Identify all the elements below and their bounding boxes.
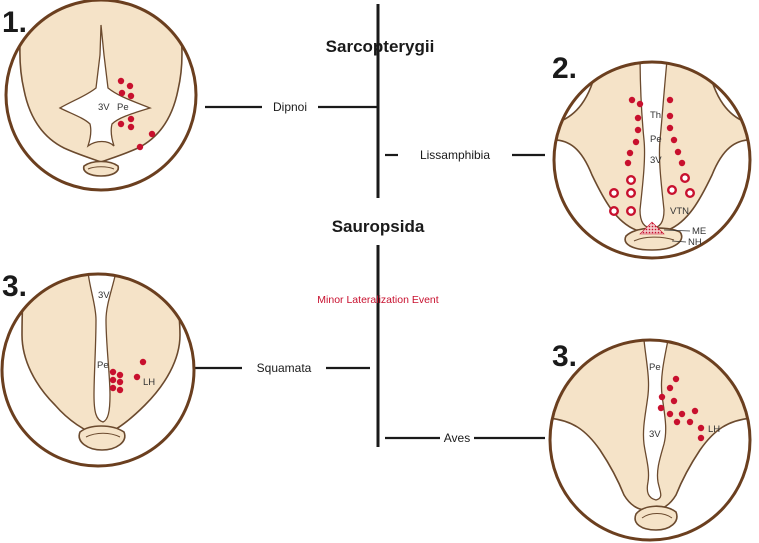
cell-dot: [666, 124, 674, 132]
taxon-label-dipnoi: Dipnoi: [273, 100, 307, 114]
third-ventricle-dipnoi: [58, 24, 152, 148]
cell-dot: [109, 384, 117, 392]
pituitary-aves: [634, 505, 678, 531]
label-3v-aves: 3V: [649, 429, 661, 440]
label-3v-squamata: 3V: [98, 290, 110, 301]
open-cell-marker: [685, 187, 696, 198]
label-nh-lissamphibia: NH: [688, 237, 702, 248]
taxon-label-squamata: Squamata: [257, 361, 312, 375]
cell-dot: [670, 397, 678, 405]
cell-dot: [136, 143, 144, 151]
label-me-lissamphibia: ME: [692, 226, 706, 237]
cell-dot: [127, 92, 135, 100]
taxon-label-aves: Aves: [444, 431, 470, 445]
label-vtn-lissamphibia: VTN: [670, 206, 689, 217]
label-lh-squamata: LH: [143, 377, 155, 388]
panel-number-3b: 3.: [552, 340, 577, 373]
open-cell-marker: [680, 172, 691, 183]
phylogeny-tree: [194, 4, 545, 447]
cell-dot: [670, 136, 678, 144]
clade-label-sarcopterygii: Sarcopterygii: [326, 37, 435, 56]
label-pe-dipnoi: Pe: [117, 102, 129, 113]
label-th-lissamphibia: Th: [650, 110, 661, 121]
cell-dot: [666, 410, 674, 418]
cell-dot: [634, 126, 642, 134]
cell-dot: [624, 159, 632, 167]
cell-dot: [673, 418, 681, 426]
lateralization-event-label: Minor Lateralization Event: [317, 294, 438, 306]
open-cell-marker: [609, 187, 620, 198]
panel-number-1: 1.: [2, 6, 27, 39]
cell-dot: [672, 375, 680, 383]
label-3v-lissamphibia: 3V: [650, 155, 662, 166]
cell-dot: [628, 96, 636, 104]
cell-dot: [697, 434, 705, 442]
cell-dot: [666, 112, 674, 120]
cell-dots-lissamphibia: [624, 96, 686, 167]
cell-dot: [626, 149, 634, 157]
panel-number-2: 2.: [552, 52, 577, 85]
pituitary-dipnoi: [82, 160, 120, 177]
taxon-label-lissamphibia: Lissamphibia: [420, 148, 490, 162]
third-ventricle-aves: [642, 340, 669, 501]
cell-dot: [139, 358, 147, 366]
cell-dot: [117, 120, 125, 128]
panel-frame-dipnoi: [4, 0, 198, 192]
open-cell-marker: [626, 205, 637, 216]
third-ventricle-squamata: [87, 274, 117, 423]
cell-dot: [127, 123, 135, 131]
cell-dot: [678, 410, 686, 418]
cell-dot: [697, 424, 705, 432]
panel-frame-lissamphibia: [552, 60, 752, 260]
cell-dots-aves: [657, 375, 705, 442]
label-pe-aves: Pe: [649, 362, 661, 373]
pituitary-squamata: [78, 425, 126, 451]
panel-aves: 3. Pe 3V LH: [548, 338, 752, 542]
cell-dot: [127, 115, 135, 123]
cell-dot: [133, 373, 141, 381]
panel-squamata: 3. 3V Pe LH: [0, 270, 196, 468]
open-cell-marker: [667, 184, 678, 195]
cell-dot: [109, 368, 117, 376]
label-3v-dipnoi: 3V: [98, 102, 110, 113]
cell-dot: [117, 77, 125, 85]
cell-dot: [116, 378, 124, 386]
cell-dot: [674, 148, 682, 156]
cell-dots-squamata: [109, 358, 147, 394]
clade-label-sauropsida: Sauropsida: [332, 217, 425, 236]
cell-dot: [686, 418, 694, 426]
panel-frame-squamata: [0, 272, 196, 468]
panel-number-3a: 3.: [2, 270, 27, 303]
label-pe-squamata: Pe: [97, 360, 109, 371]
cell-dot: [657, 404, 665, 412]
panel-lissamphibia: 2. Th Pe 3V VTN ME NH: [552, 52, 752, 260]
cell-dot: [658, 393, 666, 401]
cell-dot: [636, 100, 644, 108]
cell-dot: [666, 384, 674, 392]
cell-dot: [666, 96, 674, 104]
cell-dot: [691, 407, 699, 415]
cell-dot: [634, 114, 642, 122]
leader-line-me: [663, 229, 691, 232]
cell-dots-dipnoi: [117, 77, 156, 151]
panel-frame-aves: [548, 338, 752, 542]
open-cell-marker: [609, 205, 620, 216]
cell-dot: [116, 371, 124, 379]
cell-dot: [678, 159, 686, 167]
cell-dot: [632, 138, 640, 146]
label-pe-lissamphibia: Pe: [650, 134, 662, 145]
open-cell-marker: [626, 187, 637, 198]
open-cell-markers-lissamphibia: [609, 172, 696, 216]
cell-dot: [109, 376, 117, 384]
leader-line-nh: [671, 240, 687, 243]
open-cell-marker: [626, 174, 637, 185]
cell-dot: [126, 82, 134, 90]
median-eminence-region: [639, 221, 665, 235]
cell-dot: [118, 89, 126, 97]
cell-dot: [148, 130, 156, 138]
cell-dot: [116, 386, 124, 394]
panel-dipnoi: 1. 3V Pe: [2, 0, 198, 192]
label-lh-aves: LH: [708, 424, 720, 435]
